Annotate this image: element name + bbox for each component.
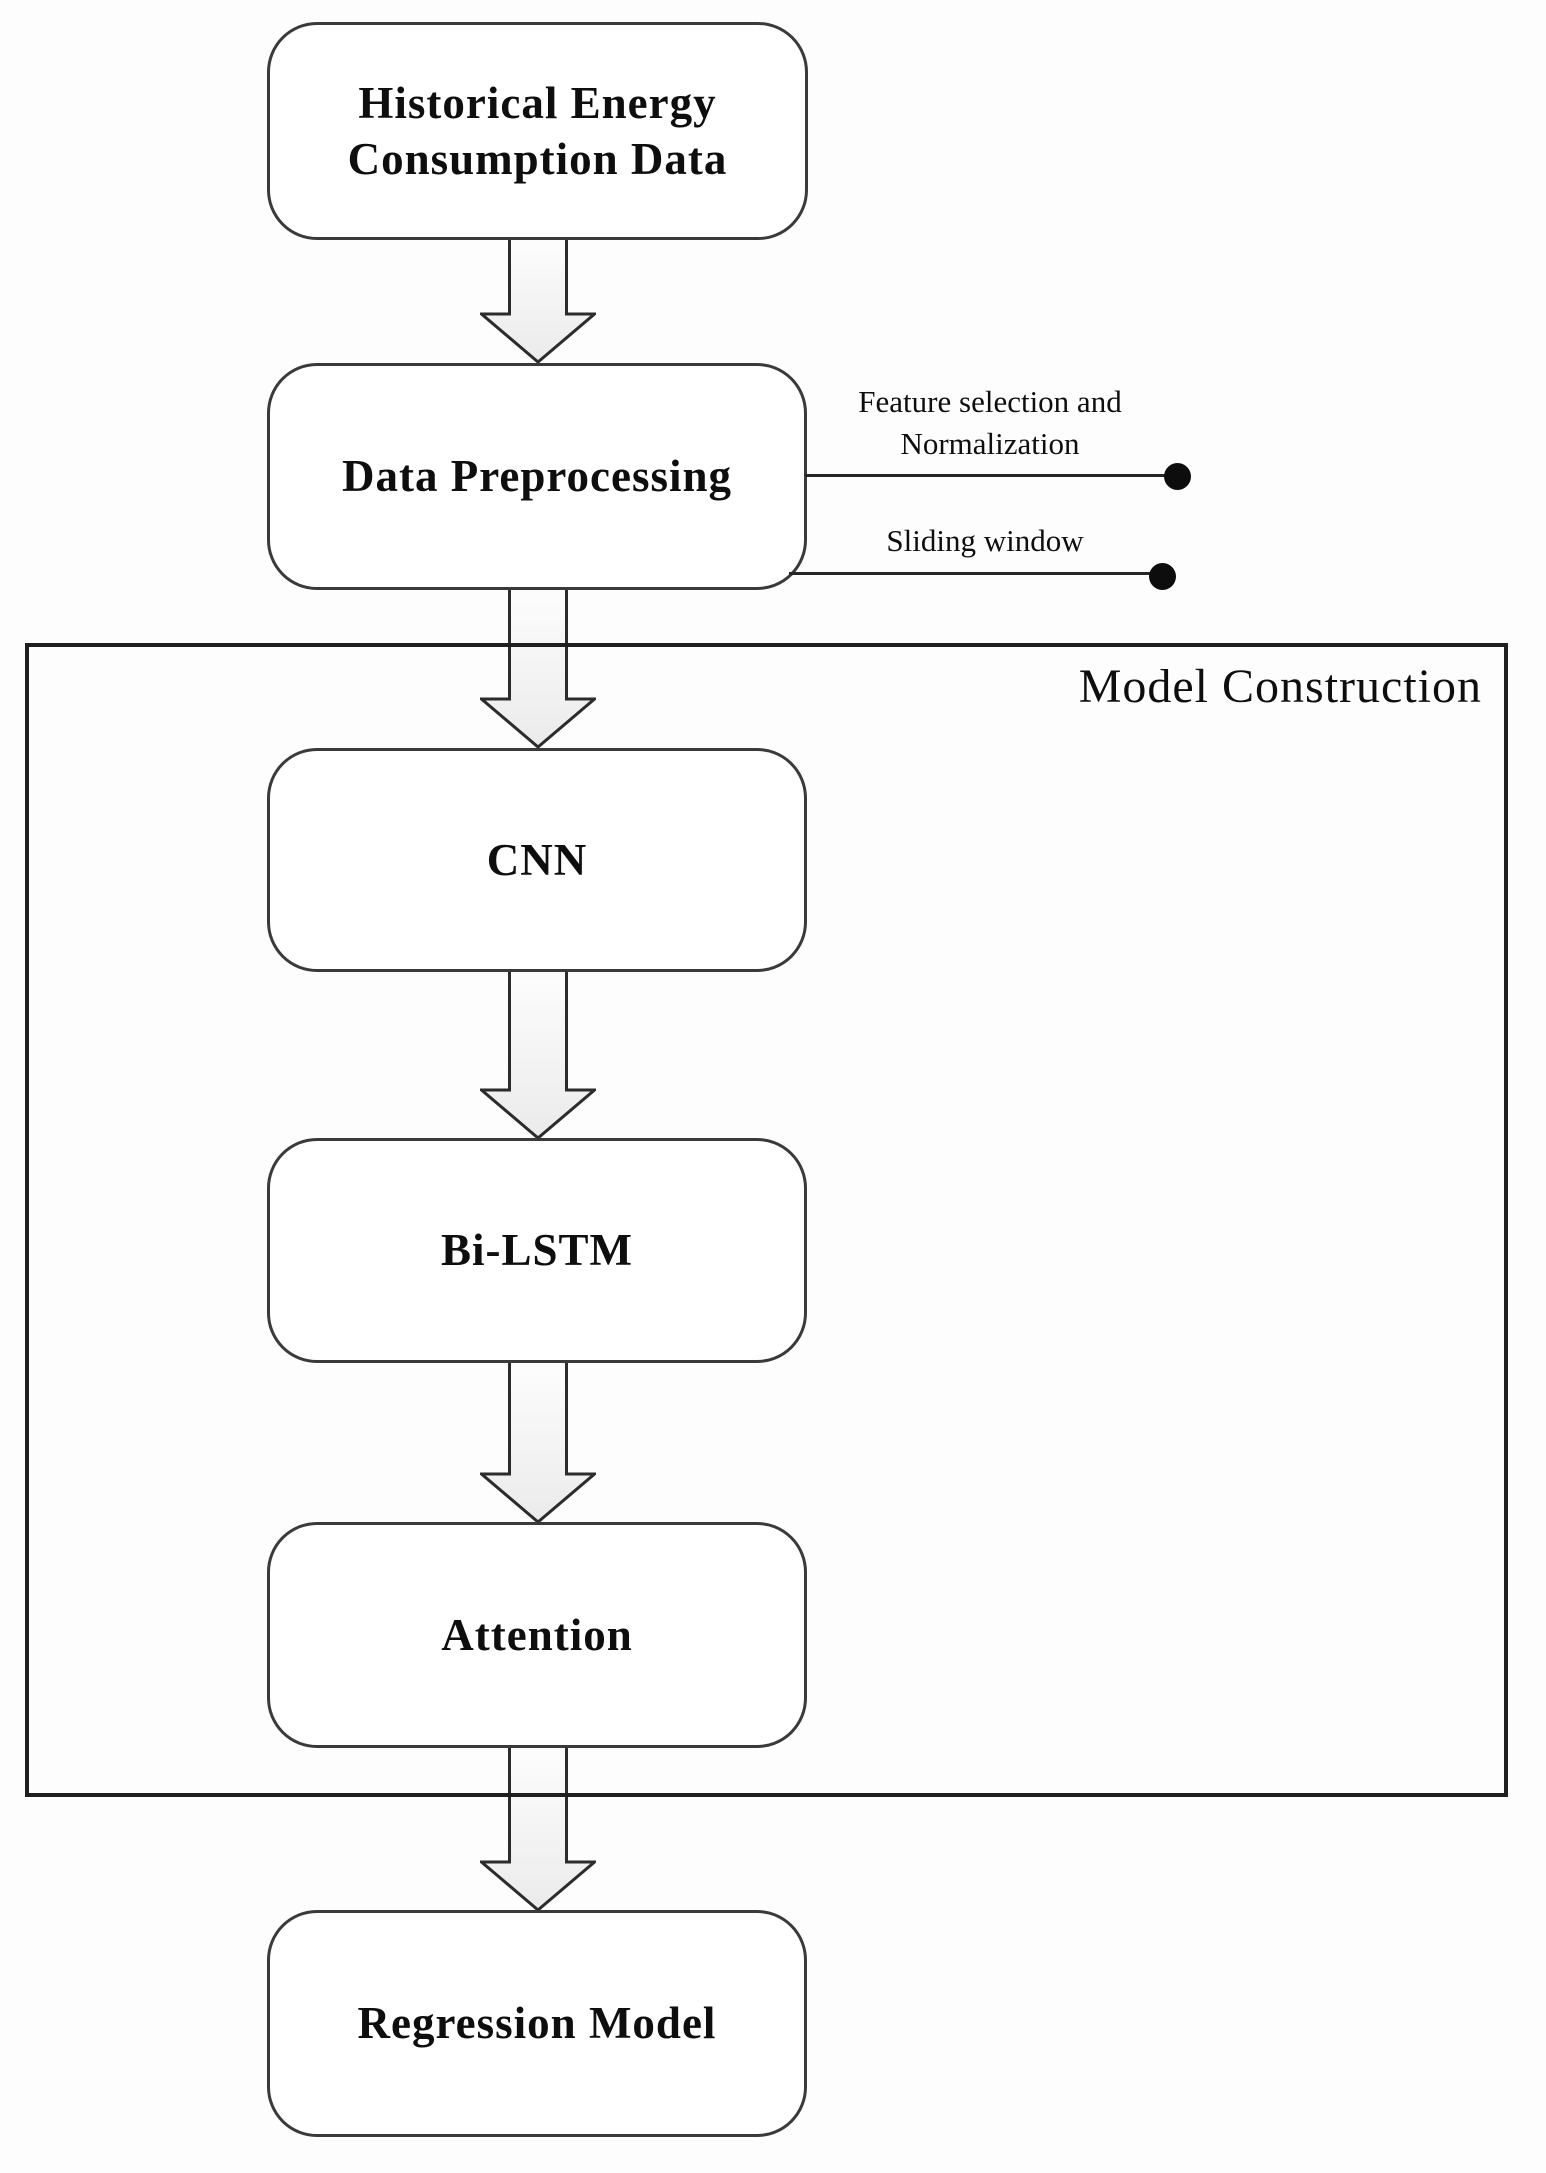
annotation-feature-selection: Feature selection and Normalization [858, 384, 1122, 461]
node-label-historical-data: Historical Energy Consumption Data [347, 77, 728, 184]
annotation-sliding-window: Sliding window [886, 523, 1084, 558]
down-arrow-5 [480, 1746, 596, 1912]
node-label-cnn: CNN [486, 834, 588, 885]
down-arrow-3 [480, 970, 596, 1140]
model-construction-title: Model Construction [1078, 660, 1482, 713]
flowchart-node-bilstm: Bi-LSTM [267, 1138, 807, 1363]
connector-line-feature-selection [805, 474, 1175, 477]
down-arrow-2 [480, 588, 596, 749]
flowchart-node-regression-model: Regression Model [267, 1910, 807, 2137]
down-arrow-1 [480, 238, 596, 364]
flowchart-node-cnn: CNN [267, 748, 807, 972]
flowchart-node-data-preprocessing: Data Preprocessing [267, 363, 807, 590]
flowchart-node-historical-data: Historical Energy Consumption Data [267, 22, 808, 240]
down-arrow-4 [480, 1361, 596, 1524]
endpoint-dot-feature-selection [1164, 463, 1191, 490]
connector-line-sliding-window [789, 572, 1161, 575]
node-label-regression-model: Regression Model [357, 1998, 717, 2049]
flowchart-node-attention: Attention [267, 1522, 807, 1748]
endpoint-dot-sliding-window [1149, 563, 1176, 590]
node-label-data-preprocessing: Data Preprocessing [341, 451, 733, 502]
node-label-bilstm: Bi-LSTM [440, 1225, 634, 1276]
node-label-attention: Attention [441, 1609, 633, 1660]
